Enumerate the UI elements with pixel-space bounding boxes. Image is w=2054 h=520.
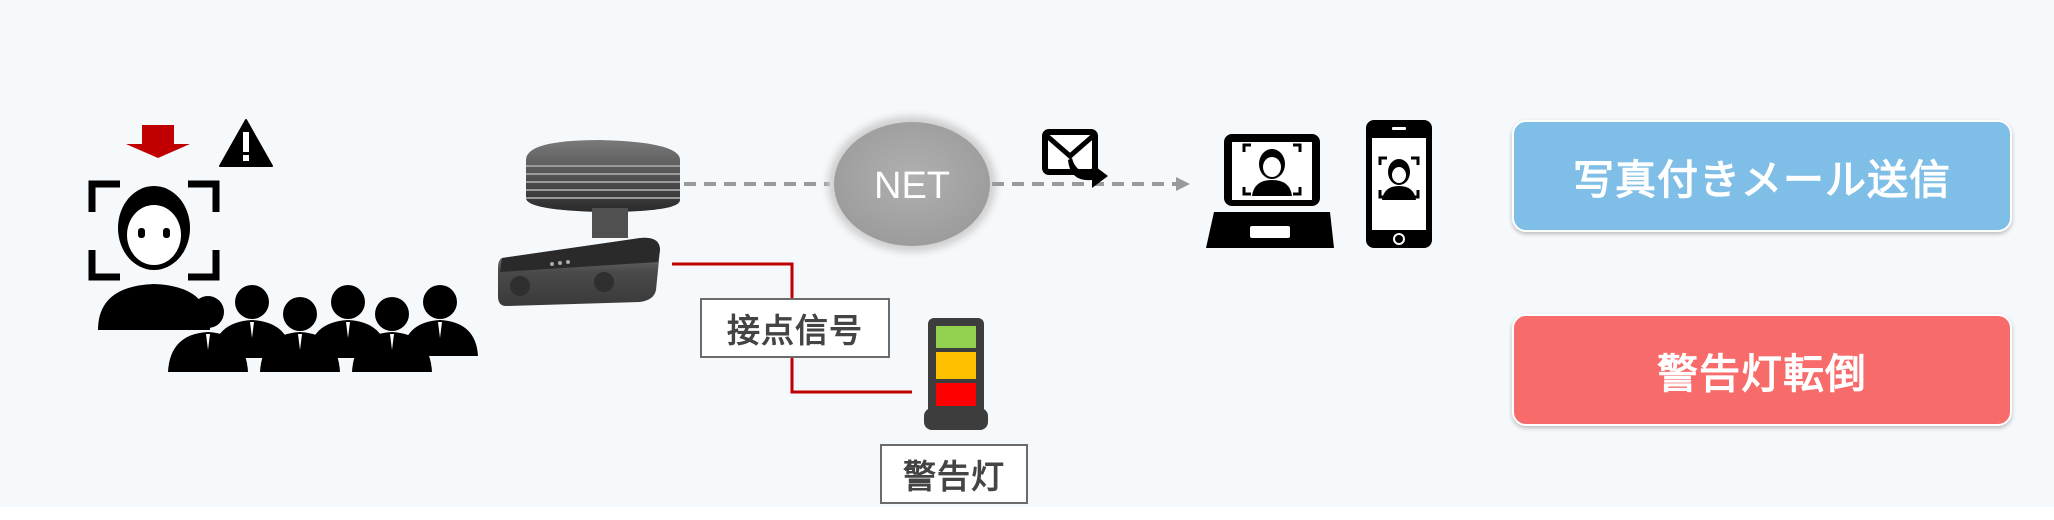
- mail-send-icon: [1042, 129, 1108, 188]
- warning-light-icon: [924, 318, 988, 430]
- down-arrow-icon: [126, 125, 190, 158]
- laptop-icon: [1206, 134, 1334, 248]
- photo-email-action: 写真付きメール送信: [1512, 120, 2012, 232]
- warning-icon: [219, 119, 273, 167]
- warning-light-label: 警告灯: [880, 444, 1028, 504]
- net-node: NET: [828, 116, 996, 252]
- contact-signal-label: 接点信号: [700, 298, 890, 358]
- net-label: NET: [874, 165, 950, 207]
- warning-light-tipover-action: 警告灯転倒: [1512, 314, 2012, 426]
- camera-icon: [498, 140, 680, 306]
- net-arrow: [992, 177, 1190, 191]
- smartphone-icon: [1366, 120, 1432, 248]
- face-detection-icon: [88, 180, 220, 330]
- crowd-icon: [168, 285, 478, 372]
